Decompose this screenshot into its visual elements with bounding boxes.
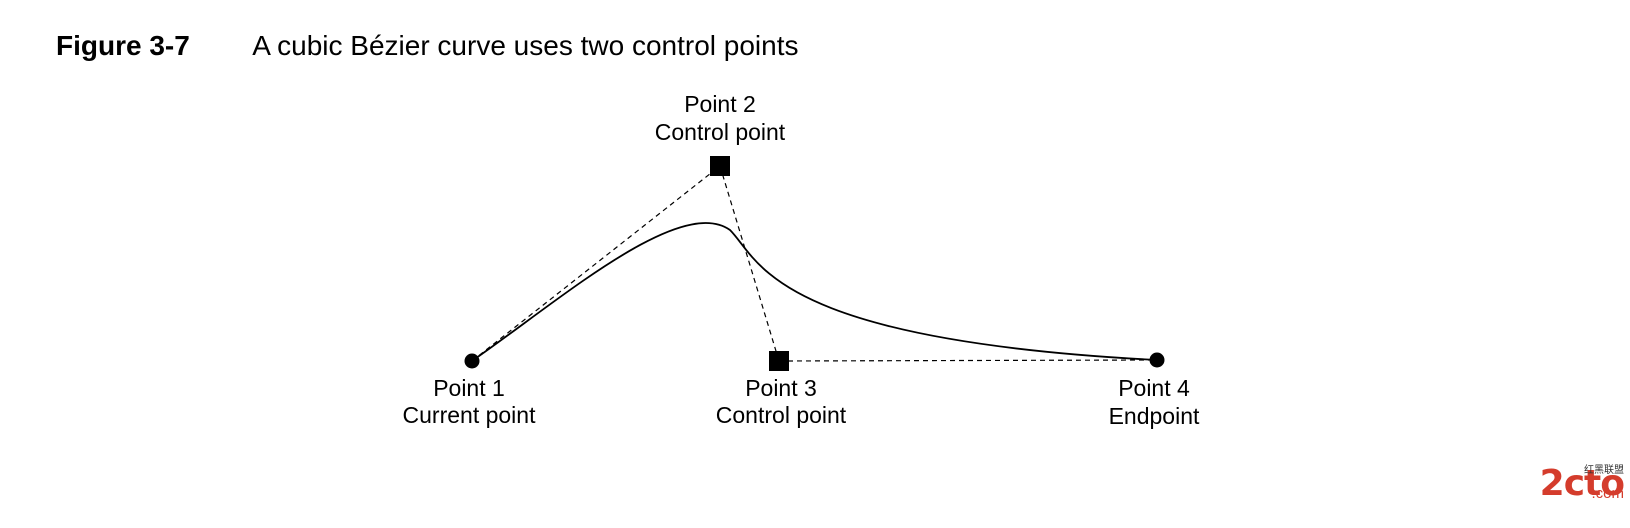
point-2-role: Control point [655, 119, 786, 145]
figure-caption: Figure 3-7 A cubic Bézier curve uses two… [56, 30, 799, 62]
point-4-role: Endpoint [1109, 403, 1200, 429]
point-1-marker [464, 353, 480, 369]
control-line-p1-p2 [471, 165, 721, 362]
point-2-marker [710, 156, 730, 176]
watermark-main: 2cto [1539, 463, 1625, 504]
point-2-name: Point 2 [684, 91, 756, 117]
control-line-p2-p3 [719, 165, 780, 362]
point-4-marker [1149, 352, 1165, 368]
watermark-sub: 红黑联盟 [1584, 465, 1624, 476]
figure-number: Figure 3-7 [56, 30, 190, 61]
control-line-p3-p4 [778, 359, 1158, 362]
point-4-name: Point 4 [1118, 375, 1190, 401]
watermark-com: .com [1591, 485, 1624, 502]
bezier-curve [471, 222, 1158, 362]
watermark-logo: 2cto 红黑联盟 .com [1539, 463, 1625, 504]
point-3-name: Point 3 [745, 375, 817, 401]
point-1-name: Point 1 [433, 375, 505, 401]
figure-title: A cubic Bézier curve uses two control po… [252, 30, 799, 61]
point-1-role: Current point [403, 402, 537, 428]
point-3-role: Control point [716, 402, 847, 428]
point-3-marker [769, 351, 789, 371]
